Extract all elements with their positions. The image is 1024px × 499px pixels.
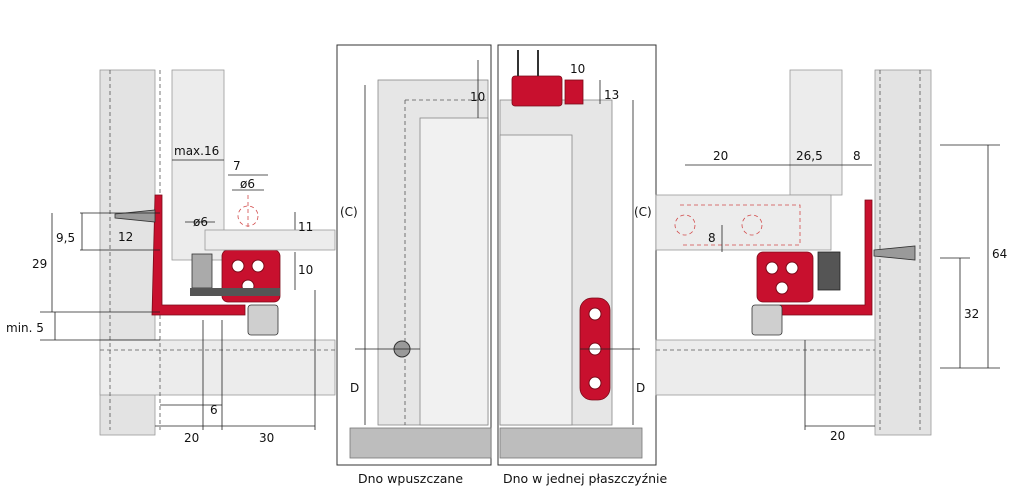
right-drawer-side bbox=[789, 69, 843, 196]
label-9-5: 9,5 bbox=[56, 231, 75, 245]
label-d-left: D bbox=[350, 381, 359, 395]
left-drawer-side bbox=[171, 69, 225, 261]
right-screw bbox=[873, 245, 916, 261]
label-11: 11 bbox=[298, 220, 313, 234]
label-13: 13 bbox=[604, 88, 619, 102]
right-assembly bbox=[655, 69, 1000, 436]
label-6: 6 bbox=[210, 403, 218, 417]
label-12: 12 bbox=[118, 230, 133, 244]
label-8-top: 8 bbox=[853, 149, 861, 163]
label-min5: min. 5 bbox=[6, 321, 44, 335]
captions: Dno wpuszczane Dno w jednej płaszczyźnie bbox=[358, 471, 668, 486]
dimension-labels: max.16 7 ø6 ø6 11 10 12 9,5 29 min. 5 6 … bbox=[6, 62, 1007, 445]
label-30: 30 bbox=[259, 431, 274, 445]
left-runner-bracket bbox=[151, 194, 246, 316]
left-center-panel bbox=[336, 44, 492, 466]
right-center-panel bbox=[497, 44, 657, 466]
right-runner-profile bbox=[756, 251, 814, 303]
label-max16: max.16 bbox=[174, 144, 219, 158]
label-10-center: 10 bbox=[470, 90, 485, 104]
caption-right: Dno w jednej płaszczyźnie bbox=[503, 471, 668, 486]
label-32: 32 bbox=[964, 307, 979, 321]
label-20-left: 20 bbox=[184, 431, 199, 445]
label-10-left: 10 bbox=[298, 263, 313, 277]
label-29: 29 bbox=[32, 257, 47, 271]
label-10-clip: 10 bbox=[570, 62, 585, 76]
label-d-right: D bbox=[636, 381, 645, 395]
label-phi6-top: ø6 bbox=[240, 177, 255, 191]
label-phi6-bottom: ø6 bbox=[193, 215, 208, 229]
label-8-mid: 8 bbox=[708, 231, 716, 245]
label-20-right: 20 bbox=[830, 429, 845, 443]
label-c-right: (C) bbox=[634, 205, 652, 219]
left-assembly bbox=[40, 69, 336, 436]
label-20-top: 20 bbox=[713, 149, 728, 163]
label-c-left: (C) bbox=[340, 205, 358, 219]
right-bottom-board bbox=[499, 427, 643, 459]
label-64: 64 bbox=[992, 247, 1007, 261]
label-26-5: 26,5 bbox=[796, 149, 823, 163]
label-7: 7 bbox=[233, 159, 241, 173]
left-bottom-board bbox=[349, 427, 492, 459]
right-top-clip bbox=[511, 75, 563, 107]
caption-left: Dno wpuszczane bbox=[358, 471, 463, 486]
left-bottom-strip bbox=[99, 339, 336, 396]
right-bottom-strip bbox=[655, 339, 876, 396]
